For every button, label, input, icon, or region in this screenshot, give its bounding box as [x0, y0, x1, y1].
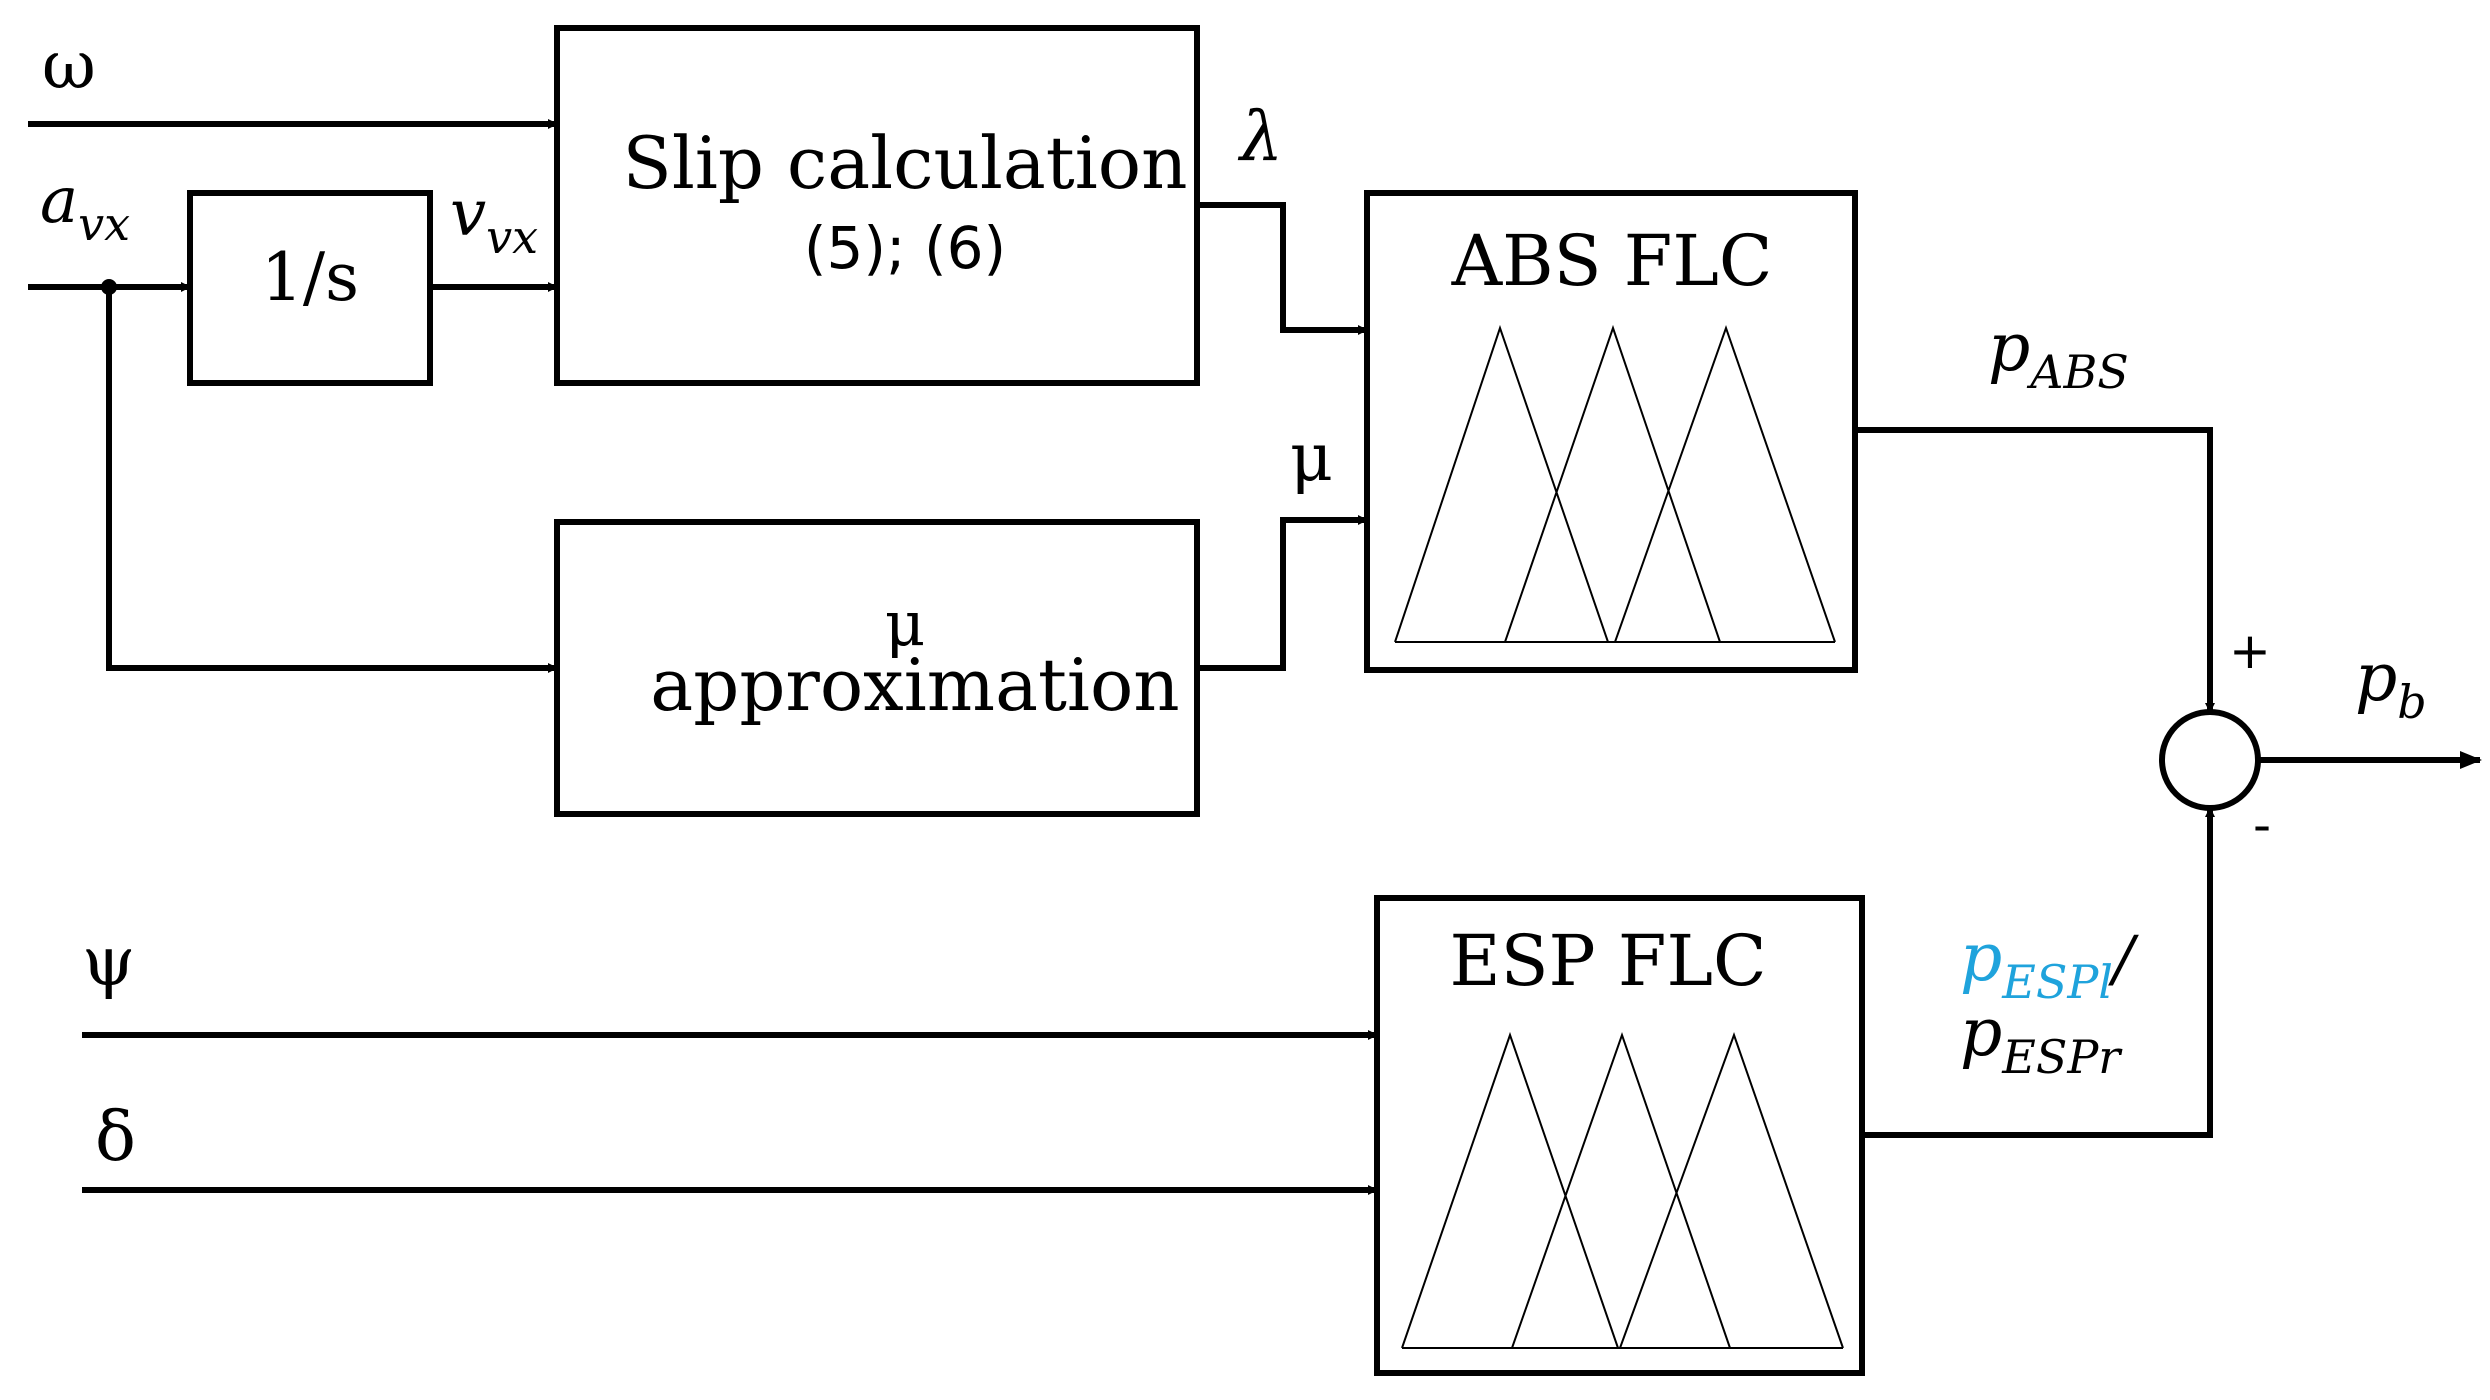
- lambda-label: λ: [1237, 98, 1283, 177]
- delta-label: δ: [95, 1098, 136, 1177]
- p-espl-label: pESPl/: [1960, 919, 2139, 1009]
- esp-flc-label: ESP FLC: [1449, 920, 1766, 1002]
- a-vx-label: avx: [40, 164, 130, 251]
- omega-label: ω: [42, 27, 96, 104]
- esp-membership-functions: [1401, 1031, 1844, 1349]
- p-espr-label: pESPr: [1960, 994, 2123, 1084]
- minus-sign: -: [2253, 796, 2271, 854]
- abs-flc-label: ABS FLC: [1451, 220, 1773, 302]
- branch-point: [101, 279, 117, 295]
- slip-calculation-block: [554, 25, 1200, 386]
- psi-label: ψ: [82, 923, 135, 1002]
- plus-sign: +: [2229, 622, 2271, 680]
- p-abs-label: pABS: [1988, 309, 2129, 399]
- slip-equation-ref: (5); (6): [804, 214, 1006, 282]
- mu-signal-label: μ: [1290, 419, 1333, 496]
- p-b-label: pb: [2355, 639, 2427, 729]
- integrator-label: 1/s: [261, 239, 359, 316]
- mu-approx-symbol: μ: [885, 587, 925, 660]
- abs-membership-functions: [1394, 324, 1836, 643]
- summing-junction: [2159, 709, 2261, 811]
- v-vx-label: vvx: [450, 177, 538, 264]
- wires: [28, 119, 2482, 1195]
- slip-calculation-label: Slip calculation: [623, 121, 1188, 205]
- mu-approx-label: approximation: [650, 643, 1179, 727]
